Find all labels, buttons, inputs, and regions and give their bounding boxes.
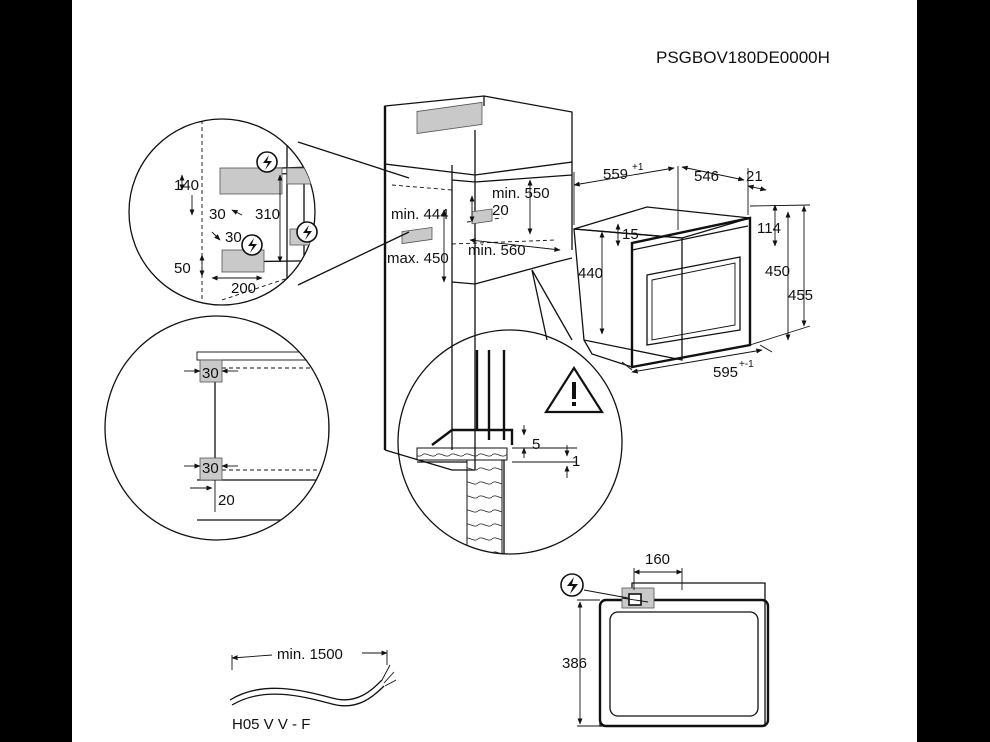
callout-line-top [297,141,410,179]
cable-type: H05 V V - F [232,716,310,733]
detail-bc-1: 1 [572,453,580,470]
detail-tl-310: 310 [255,206,280,223]
dim-width: 595 [713,364,738,381]
warning-triangle-icon [543,365,605,414]
electric-hazard-icon [296,221,318,243]
rear-view-drawing [598,582,770,728]
dim-front-inner: 450 [765,263,790,280]
detail-tl-50: 50 [174,260,191,277]
cabinet-niche-gap: 20 [492,202,509,219]
appliance-drawing [573,206,752,369]
cable-min-length: min. 1500 [277,646,343,663]
cabinet-max-opening: max. 450 [387,250,449,267]
detail-tl-200: 200 [231,280,256,297]
detail-bottom-left [104,315,330,541]
cabinet-min-width: min. 560 [468,242,526,259]
callout-line-mid [297,231,410,286]
product-code: PSGBOV180DE0000H [656,48,830,67]
dim-upper-gap: 114 [757,220,781,237]
electric-hazard-icon [256,151,278,173]
detail-top-left [128,118,316,306]
dim-front-height: 455 [788,287,813,304]
dim-front-thickness: 21 [746,168,763,185]
detail-bl-30-top: 30 [202,365,219,382]
dim-top-offset: 15 [622,226,639,243]
detail-bl-20: 20 [218,492,235,509]
detail-tl-140: 140 [174,177,199,194]
dim-height-body: 440 [578,265,603,282]
installation-diagram: PSGBOV180DE0000H min. 550 20 min. 560 mi… [104,48,830,733]
dim-depth-body: 546 [694,168,719,185]
dim-depth-installed: 559 [603,166,628,183]
detail-tl-30-mid: 30 [225,229,242,246]
rear-socket-height: 386 [562,655,587,672]
cabinet-min-height: min. 550 [492,185,550,202]
electric-hazard-icon [560,573,584,597]
detail-tl-30-top: 30 [209,206,226,223]
callout-line-bottom [531,269,573,341]
rear-socket-width: 160 [645,551,670,568]
cabinet-socket-area [416,101,483,134]
detail-bc-5: 5 [532,436,540,453]
detail-bl-30-bottom: 30 [202,460,219,477]
cable-drawing [229,650,397,707]
dim-depth-tolerance: +1 [632,162,644,173]
detail-bottom-center [397,329,623,555]
electric-hazard-icon [241,234,263,256]
drawing-sheet: PSGBOV180DE0000H min. 550 20 min. 560 mi… [72,0,917,742]
cabinet-drawing [383,95,573,471]
dim-width-tolerance: +-1 [739,359,754,370]
cabinet-min-opening: min. 444 [391,206,449,223]
